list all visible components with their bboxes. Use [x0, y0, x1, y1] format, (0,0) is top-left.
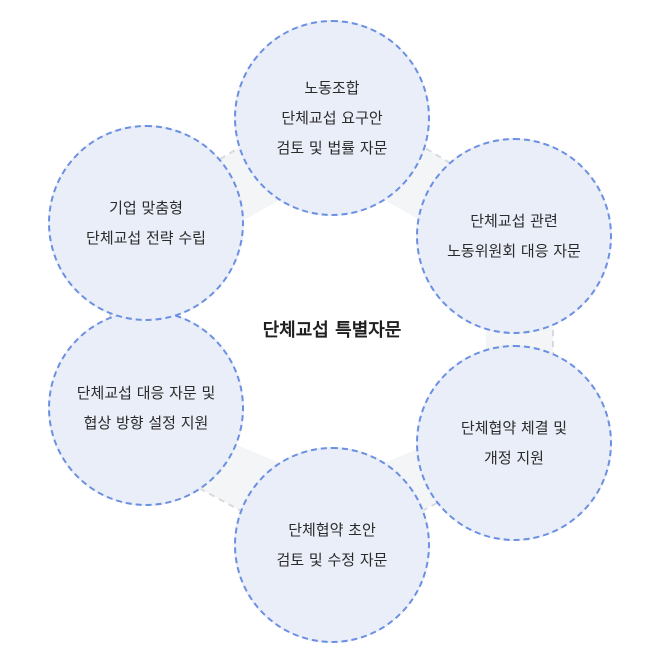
center-title: 단체교섭 특별자문 [262, 320, 402, 341]
service-circle-3-line-1: 단체협약 체결 및 [460, 419, 568, 437]
service-circle-4: 단체협약 초안 검토 및 수정 자문 [234, 447, 430, 643]
service-circle-4-line-2: 검토 및 수정 자문 [276, 551, 388, 569]
service-circle-5: 단체교섭 대응 자문 및 협상 방향 설정 지원 [48, 310, 244, 506]
service-circle-4-line-1: 단체협약 초안 [288, 521, 376, 539]
service-circle-6-line-1: 기업 맞춤형 [109, 199, 183, 217]
service-circle-1-line-2: 단체교섭 요구안 [281, 109, 383, 127]
service-circle-1: 노동조합 단체교섭 요구안 검토 및 법률 자문 [234, 20, 430, 216]
service-circle-1-line-3: 검토 및 법률 자문 [276, 139, 388, 157]
hexagon-inner-white [178, 170, 486, 485]
service-circle-5-line-2: 협상 방향 설정 지원 [83, 414, 209, 432]
service-circle-5-line-1: 단체교섭 대응 자문 및 [76, 384, 216, 402]
service-circle-6: 기업 맞춤형 단체교섭 전략 수립 [48, 125, 244, 321]
service-circle-6-line-2: 단체교섭 전략 수립 [86, 229, 206, 247]
service-circle-3: 단체협약 체결 및 개정 지원 [416, 345, 612, 541]
service-circle-2-line-2: 노동위원회 대응 자문 [447, 242, 581, 260]
service-circle-2: 단체교섭 관련 노동위원회 대응 자문 [416, 138, 612, 334]
service-circle-1-line-1: 노동조합 [304, 79, 360, 97]
service-circle-3-line-2: 개정 지원 [484, 449, 544, 467]
service-circle-2-line-1: 단체교섭 관련 [470, 212, 558, 230]
